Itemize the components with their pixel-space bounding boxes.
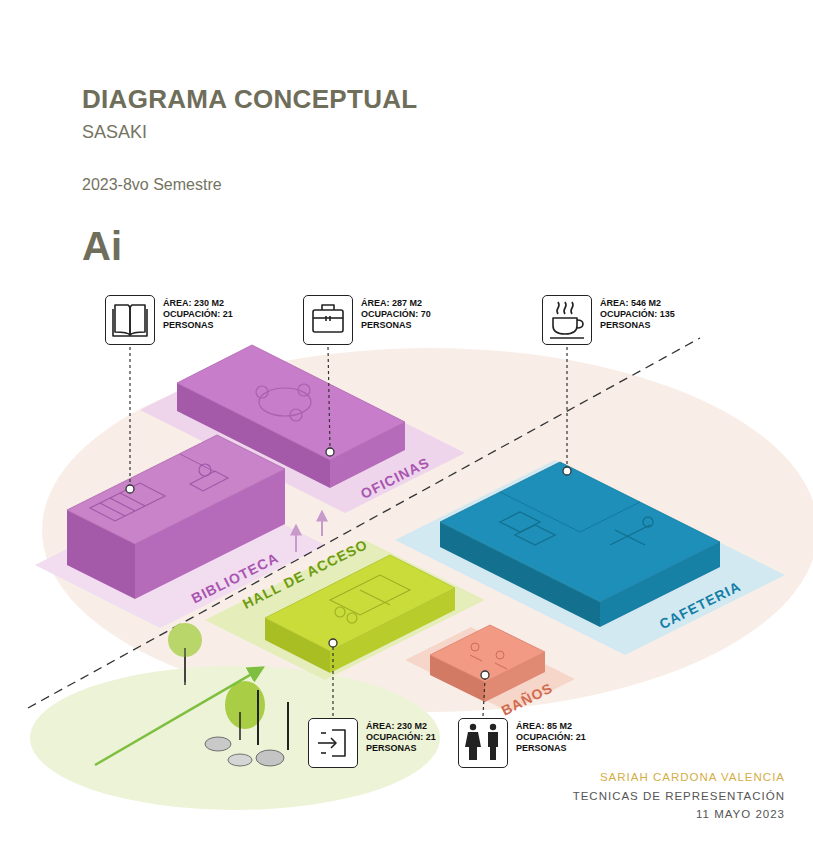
date: 11 MAYO 2023	[696, 808, 785, 820]
cafeteria-block	[440, 462, 720, 602]
icons	[113, 302, 584, 756]
flow-arrow	[295, 526, 297, 552]
area-text: ÁREA: 546 M2 OCUPACIÓN: 135 PERSONAS	[600, 298, 686, 331]
callout-box: ÁREA: 287 M2 OCUPACIÓN: 70 PERSONAS	[303, 295, 353, 345]
callout-box: ÁREA: 85 M2 OCUPACIÓN: 21 PERSONAS	[458, 718, 508, 768]
callout-box: ÁREA: 230 M2 OCUPACIÓN: 21 PERSONAS	[105, 295, 155, 345]
diagram-title: DIAGRAMA CONCEPTUAL	[82, 84, 418, 115]
site-ground	[42, 348, 813, 712]
author-name: SARIAH CARDONA VALENCIA	[600, 771, 785, 783]
callout-box: ÁREA: 546 M2 OCUPACIÓN: 135 PERSONAS	[542, 295, 592, 345]
biblioteca-block	[67, 435, 285, 544]
landscape	[168, 623, 288, 766]
software-mark: Ai	[82, 224, 122, 269]
cafeteria-band	[395, 460, 785, 655]
area-text: ÁREA: 230 M2 OCUPACIÓN: 21 PERSONAS	[366, 721, 452, 754]
leader-lines	[130, 347, 567, 716]
flow-arrow	[321, 512, 323, 536]
banos-block	[430, 625, 545, 682]
semester: 2023-8vo Semestre	[82, 176, 222, 194]
access-arrow	[95, 668, 262, 765]
area-text: ÁREA: 85 M2 OCUPACIÓN: 21 PERSONAS	[516, 721, 602, 754]
subtitle: SASAKI	[82, 122, 147, 143]
area-text: ÁREA: 230 M2 OCUPACIÓN: 21 PERSONAS	[163, 298, 249, 331]
callout-box: ÁREA: 230 M2 OCUPACIÓN: 21 PERSONAS	[308, 718, 358, 768]
area-text: ÁREA: 287 M2 OCUPACIÓN: 70 PERSONAS	[361, 298, 447, 331]
course-name: TECNICAS DE REPRESENTACIÓN	[573, 790, 785, 802]
